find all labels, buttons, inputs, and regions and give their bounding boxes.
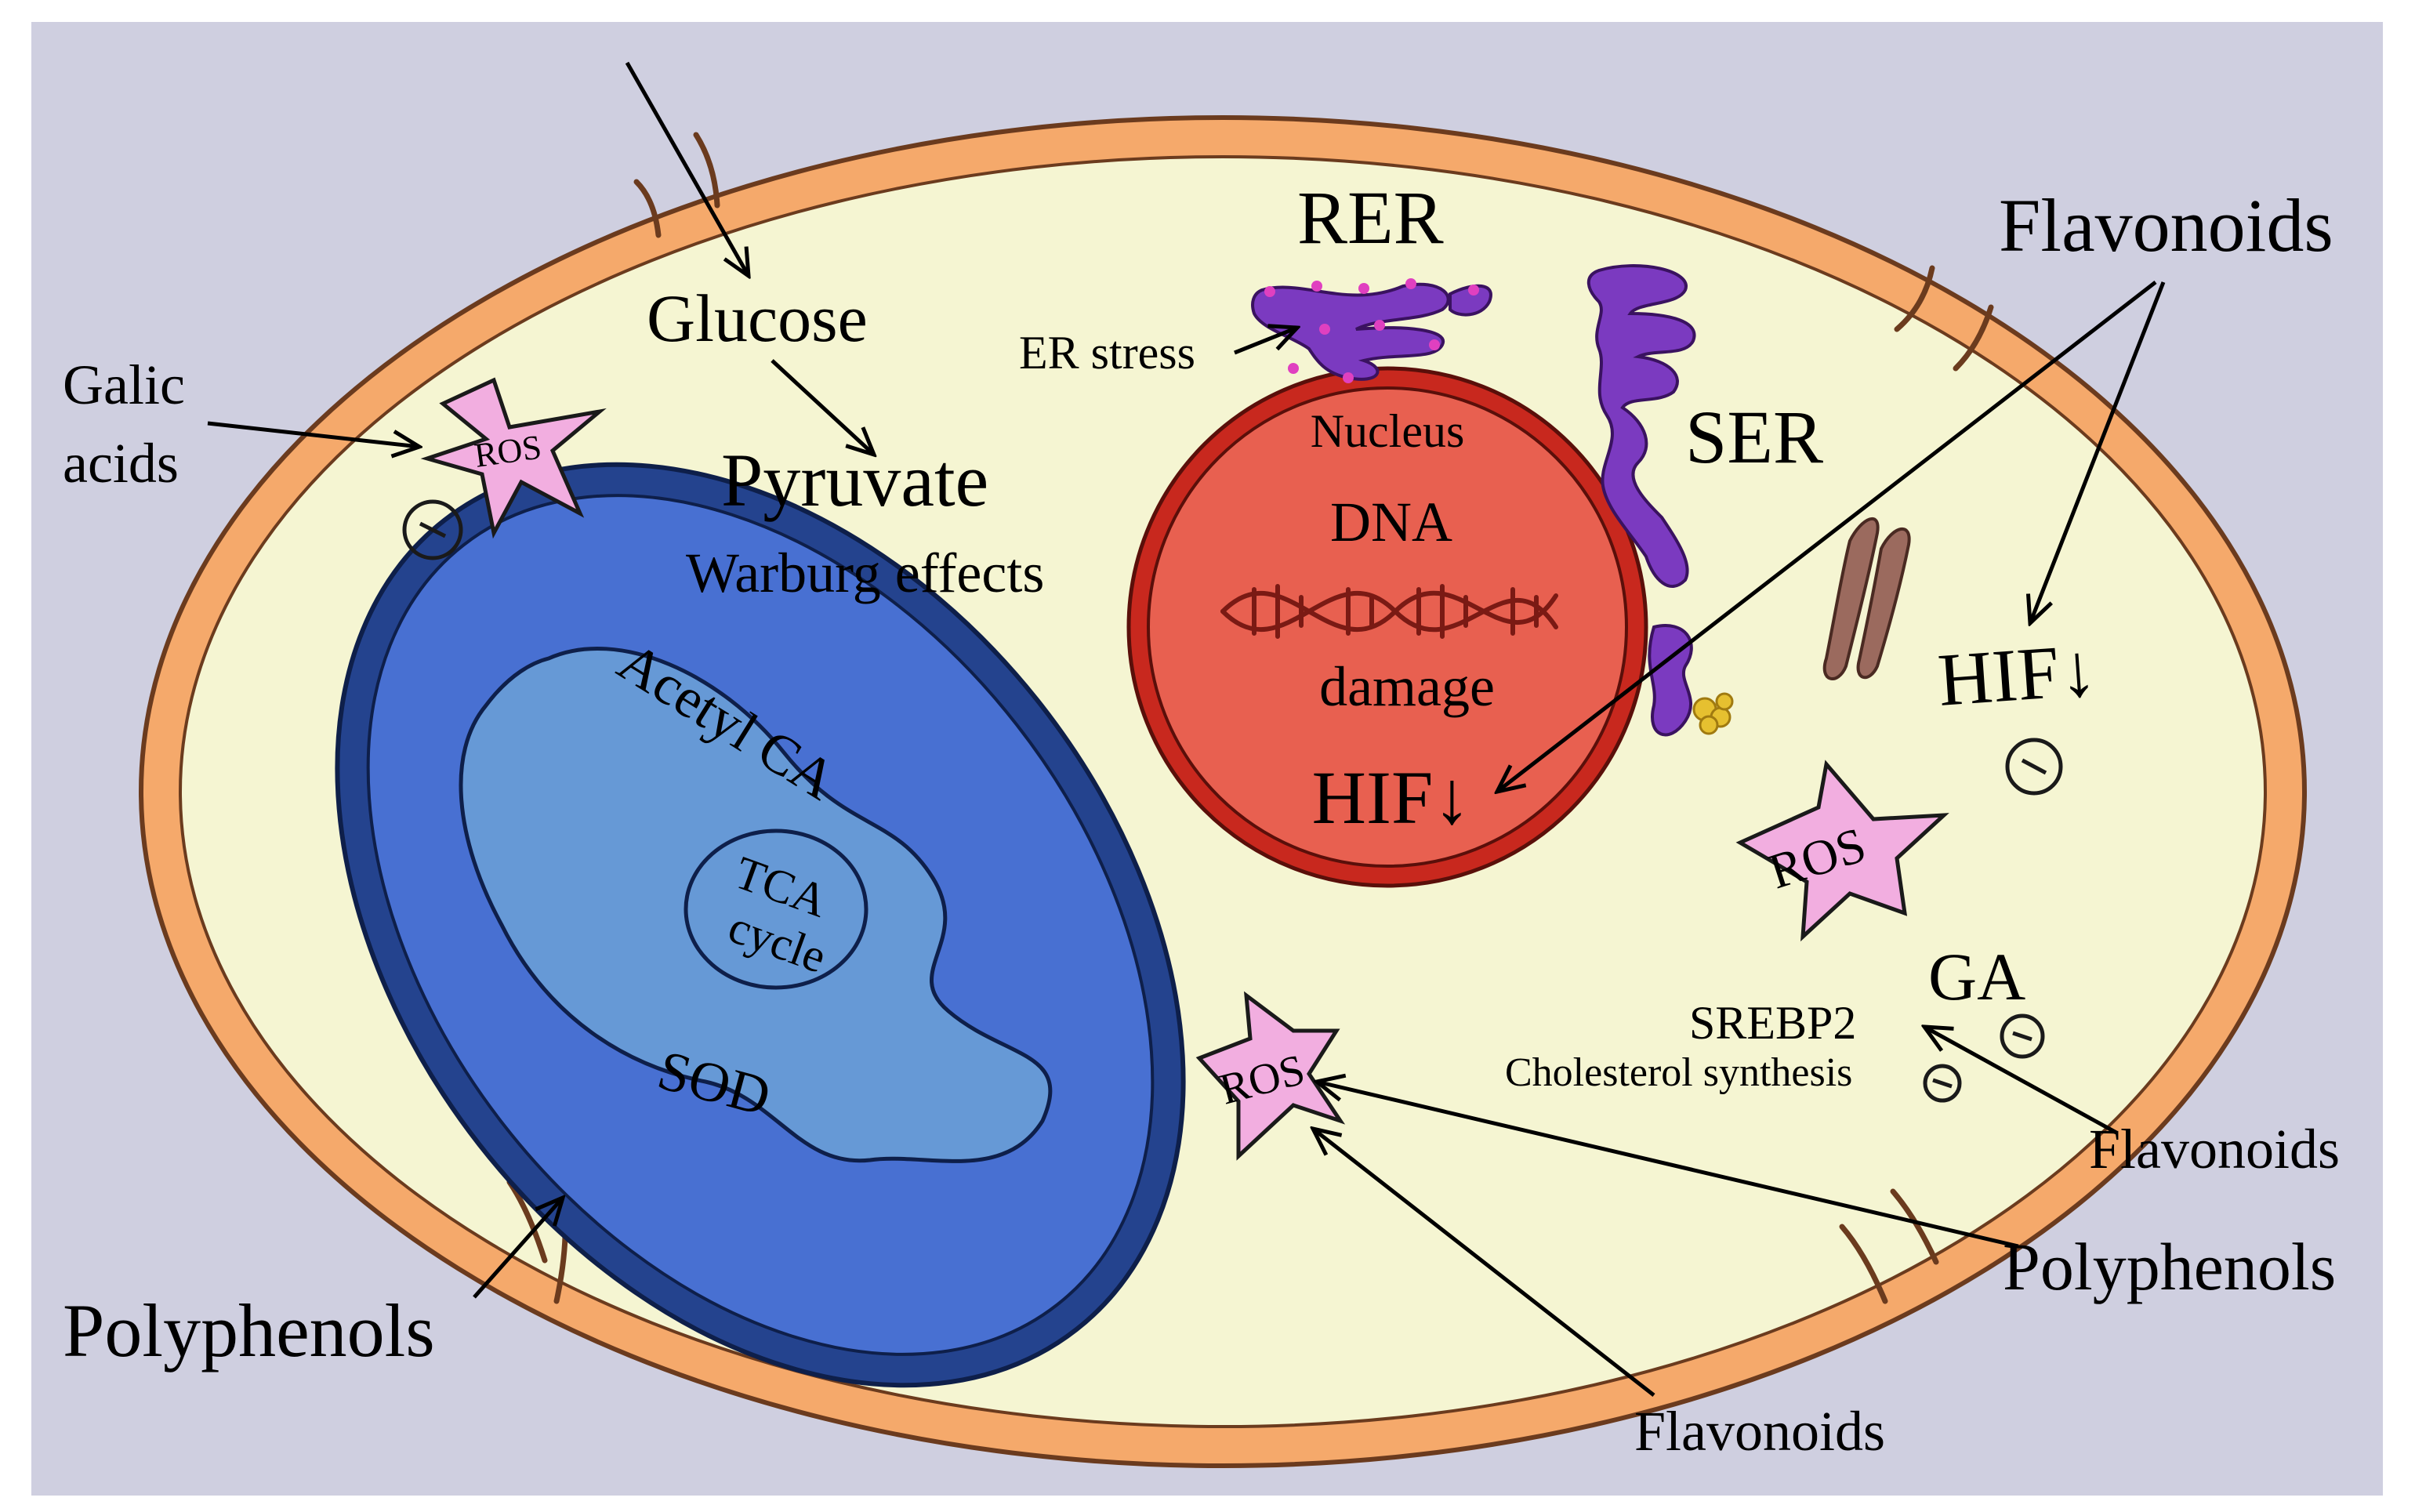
ros-star-3: ROS bbox=[1195, 991, 1346, 1161]
lipid-droplets-icon bbox=[1692, 692, 1734, 735]
dna-label: DNA bbox=[1330, 491, 1452, 553]
arrow-galic-to-ros bbox=[207, 421, 419, 447]
acids-label: acids bbox=[63, 432, 179, 495]
arrow-polyphenols-into-cell bbox=[473, 1198, 563, 1299]
arrow-flavonoids-to-cyto-hif bbox=[2030, 281, 2166, 623]
arrow-flavonoids-to-srebp2 bbox=[1924, 1027, 2118, 1135]
galic-label: Galic bbox=[63, 354, 185, 416]
cholesterol-synthesis-label: Cholesterol synthesis bbox=[1505, 1050, 1852, 1095]
mitochondrion bbox=[335, 462, 1186, 1388]
warburg-effects-label: Warburg effects bbox=[686, 542, 1044, 604]
nucleus-hif-label: HIF↓ bbox=[1312, 756, 1471, 839]
ros-star-2: ROS bbox=[1735, 760, 1949, 942]
polyphenols-right-label: Polyphenols bbox=[2003, 1229, 2336, 1304]
cytoplasm-hif-label: HIF↓ bbox=[1935, 627, 2100, 722]
smooth-er bbox=[1586, 264, 1696, 737]
arrow-flavonoids-to-nucleus-hif bbox=[1497, 281, 2157, 792]
flavonoids-mid-label: Flavonoids bbox=[2089, 1118, 2340, 1180]
nucleus-interior bbox=[1147, 386, 1628, 868]
arrow-er-stress bbox=[1234, 328, 1297, 355]
mito-cristae bbox=[459, 647, 1053, 1163]
polyphenols-left-label: Polyphenols bbox=[63, 1289, 435, 1372]
damage-label: damage bbox=[1319, 655, 1495, 718]
ros-star-icon bbox=[420, 377, 607, 539]
ribosome-dots bbox=[1264, 278, 1479, 383]
ros-star-icon bbox=[1195, 991, 1346, 1161]
pyruvate-label: Pyruvate bbox=[721, 438, 988, 522]
ros-star-1: ROS bbox=[420, 377, 607, 539]
arrows bbox=[207, 61, 2166, 1397]
arrow-polyphenols-to-ros bbox=[1317, 1082, 2019, 1249]
ros-label-1: ROS bbox=[472, 427, 544, 474]
flavonoids-top-label: Flavonoids bbox=[1999, 183, 2333, 267]
arrow-glucose-to-pyruvate bbox=[771, 359, 874, 455]
er-stress-label: ER stress bbox=[1019, 327, 1195, 379]
arrow-entry-to-glucose bbox=[625, 61, 749, 276]
glucose-label: Glucose bbox=[647, 281, 868, 356]
srebp2-label: SREBP2 bbox=[1689, 997, 1856, 1049]
flavonoids-bottom-label: Flavonoids bbox=[1634, 1400, 1885, 1463]
ser-label: SER bbox=[1685, 395, 1823, 479]
dna-helix-icon bbox=[1220, 584, 1558, 639]
nucleus-label: Nucleus bbox=[1311, 405, 1465, 457]
inhibition-icon bbox=[402, 499, 2063, 1103]
golgi-icon bbox=[1822, 517, 1911, 680]
arrow-flavonoids-to-ros bbox=[1313, 1129, 1655, 1397]
rer-label: RER bbox=[1297, 176, 1444, 259]
ga-label: GA bbox=[1928, 939, 2025, 1014]
nucleus bbox=[1126, 366, 1648, 888]
tca-cycle-circle bbox=[684, 829, 868, 990]
ros-star-icon bbox=[1735, 760, 1949, 942]
